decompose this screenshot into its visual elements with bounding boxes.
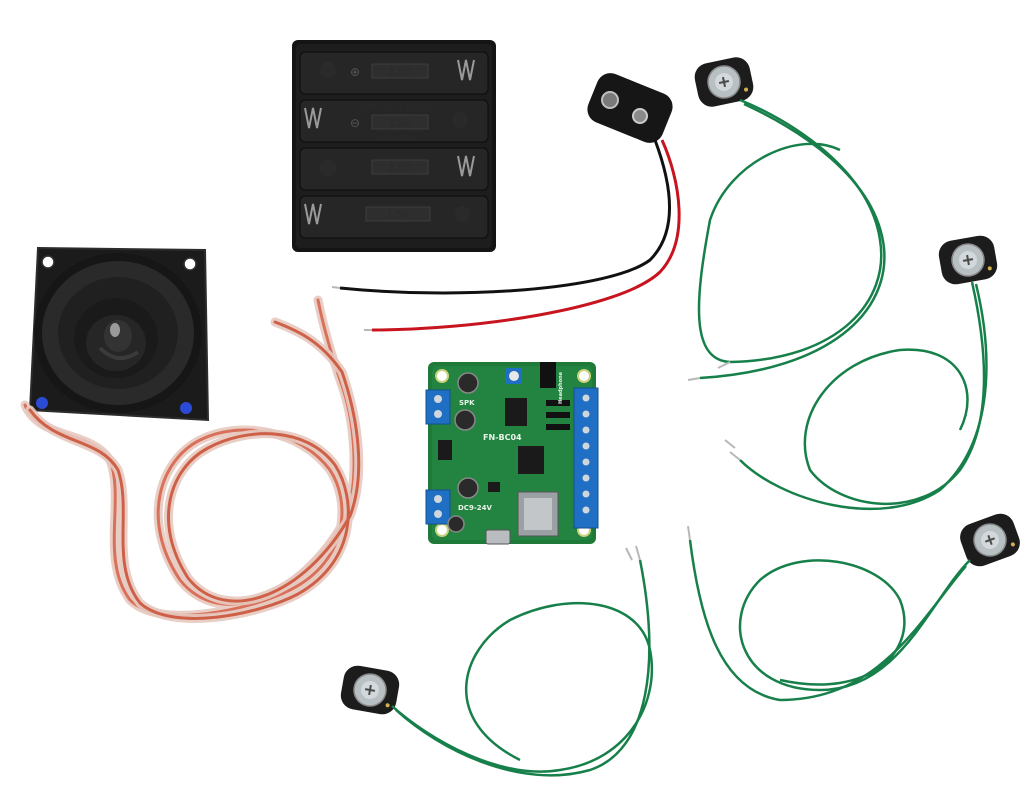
battery-cell-label-1: 1.5V (389, 66, 412, 78)
board-headphone-label: Headphone (558, 371, 564, 404)
controller-board: FN-BC04 SPK DC9-24V Headphone (425, 362, 599, 545)
polarity-plus-icon: ⊕ (350, 65, 360, 79)
battery-cell-label-2: 1.5V (389, 117, 412, 129)
push-button-1 (687, 53, 886, 381)
board-speaker-label: SPK (459, 399, 475, 407)
battery-type-marking: orUH-3X8 (377, 134, 413, 143)
battery-cell-label-3: 1.5V (389, 162, 412, 174)
speaker (28, 246, 210, 422)
polarity-minus-icon: ⊖ (350, 116, 360, 130)
board-power-label: DC9-24V (458, 504, 492, 512)
board-model-label: FN-BC04 (483, 433, 522, 442)
battery-holder: 1.5V 1.5V 1.5V 1.5V SIZE "AA" or EQUIV o… (292, 40, 496, 252)
push-button-3 (687, 508, 1024, 702)
battery-cell-label-4: 1.5V (387, 209, 410, 221)
push-button-2 (724, 232, 1001, 511)
battery-snap-connector (331, 73, 681, 332)
battery-size-marking: SIZE "AA" or EQUIV (359, 103, 432, 112)
push-button-4 (337, 545, 654, 777)
speaker-wire (20, 295, 364, 623)
